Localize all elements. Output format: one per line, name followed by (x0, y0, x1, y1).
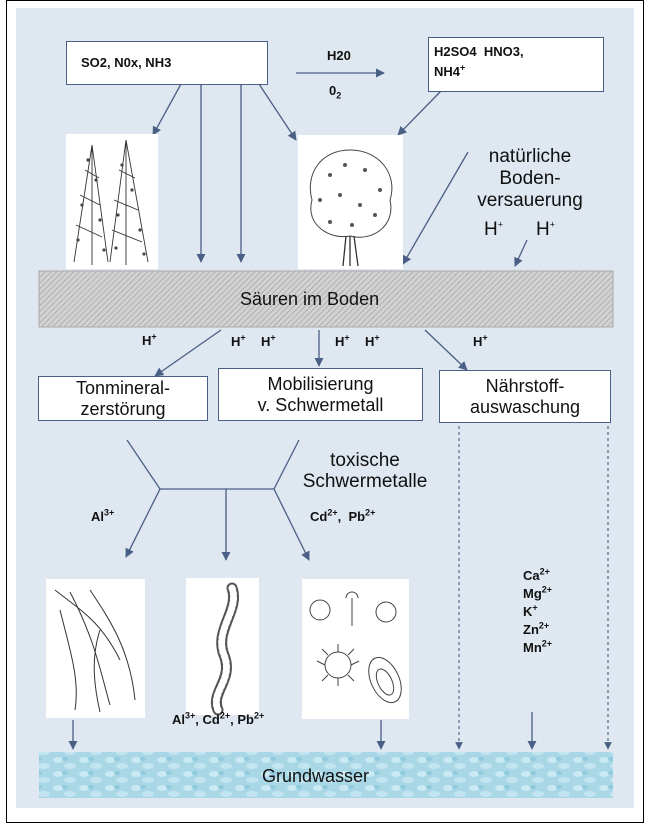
proton-label-1: H+ (142, 333, 157, 348)
nutrient-ion: Zn2+ (523, 621, 552, 639)
proton-label-3: H+ (261, 334, 276, 349)
nutrient-ion: K+ (523, 603, 552, 621)
emissions-label: SO2, N0x, NH3 (81, 55, 171, 70)
emissions-box: SO2, N0x, NH3 (66, 41, 268, 85)
acids-box: H2SO4 HNO3, NH4+ (428, 37, 604, 92)
reaction-top-label: H20 (327, 48, 351, 63)
groundwater-label: Grundwasser (262, 766, 369, 787)
nutrient-ion: Mn2+ (523, 639, 552, 657)
nutrient-ions-list: Ca2+ Mg2+ K+ Zn2+ Mn2+ (523, 567, 552, 657)
nutrient-ion: Ca2+ (523, 567, 552, 585)
proton-label-5: H+ (365, 334, 380, 349)
clay-destruction-box: Tonmineral-zerstörung (38, 376, 208, 421)
aluminium-ion-label: Al3+ (91, 509, 114, 524)
natural-proton-2: H+ (536, 219, 555, 241)
clay-destruction-label: Tonmineral-zerstörung (39, 378, 207, 420)
proton-label-6: H+ (473, 334, 488, 349)
nutrient-leaching-box: Nährstoff-auswaschung (439, 370, 611, 423)
acids-label-line2: NH4+ (434, 64, 465, 79)
earthworm-illustration (186, 578, 259, 715)
natural-proton-1: H+ (484, 219, 503, 241)
proton-label-2: H+ (231, 334, 246, 349)
deciduous-tree-illustration (298, 135, 403, 269)
natural-acidification-label: natürliche Boden- versauerung (460, 146, 600, 212)
microorganism-illustration (302, 579, 409, 719)
worm-ions-label: Al3+, Cd2+, Pb2+ (172, 712, 264, 727)
nutrient-ion: Mg2+ (523, 585, 552, 603)
acids-label-line1: H2SO4 HNO3, (434, 44, 524, 59)
soil-acids-label: Säuren im Boden (240, 289, 379, 310)
nutrient-leaching-label: Nährstoff-auswaschung (440, 376, 610, 418)
conifer-illustration (66, 134, 158, 269)
root-illustration (46, 579, 145, 718)
proton-label-4: H+ (335, 334, 350, 349)
reaction-bottom-label: 02 (329, 83, 341, 101)
toxic-ions-label: Cd2+, Pb2+ (310, 509, 375, 524)
